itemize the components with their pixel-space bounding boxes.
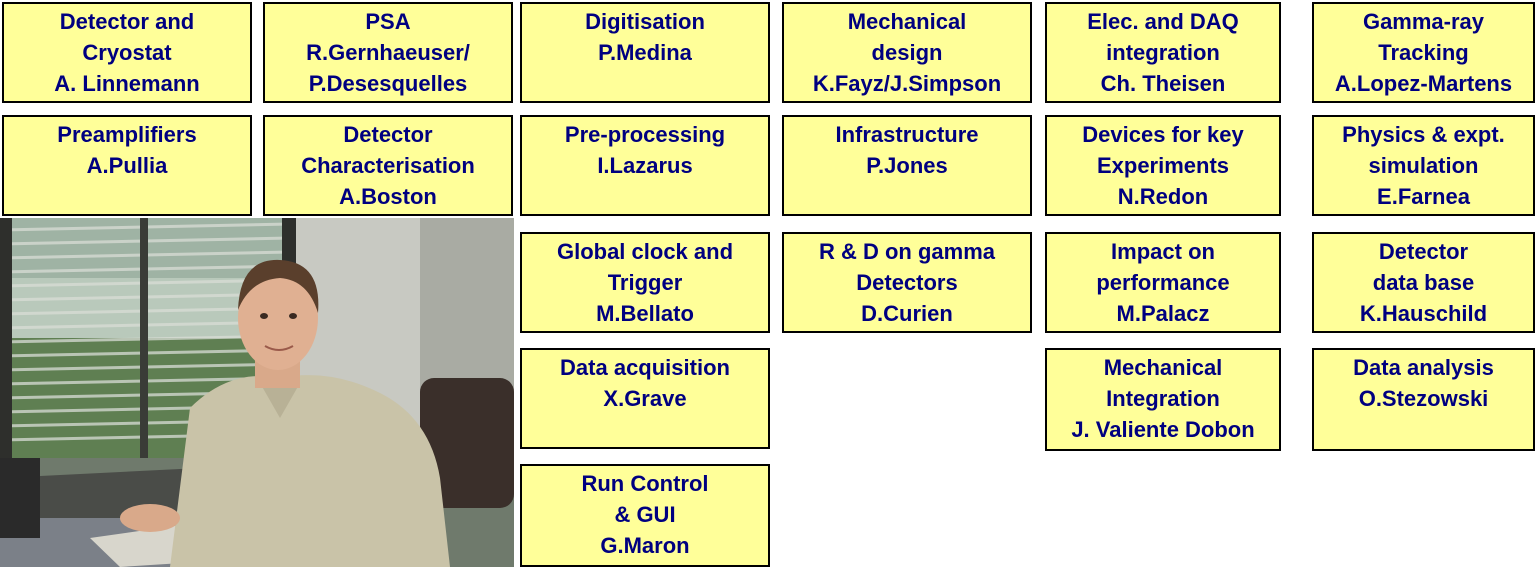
box-person-name: E.Farnea: [1377, 184, 1470, 209]
box-person-name: X.Grave: [603, 386, 687, 411]
box-person-name: M.Palacz: [1116, 301, 1210, 326]
box-title-line: R.Gernhaeuser/: [306, 40, 470, 65]
box-title-line: Data analysis: [1353, 355, 1494, 380]
box-title-line: Preamplifiers: [57, 122, 197, 147]
person-photo: [0, 218, 514, 567]
box-title-line: Characterisation: [301, 153, 475, 178]
box-person-name: O.Stezowski: [1358, 386, 1489, 411]
box-person-name: G.Maron: [600, 533, 690, 558]
box-title-line: Run Control: [581, 471, 709, 496]
box-title-line: Tracking: [1378, 40, 1469, 65]
box-person-name: Ch. Theisen: [1100, 71, 1226, 96]
box-person-name: A.Boston: [339, 184, 437, 209]
box-person-name: A. Linnemann: [54, 71, 200, 96]
box-title-line: Experiments: [1096, 153, 1230, 178]
box-title-line: Physics & expt.: [1342, 122, 1505, 147]
box-title-line: Impact on: [1111, 239, 1215, 264]
box-person-name: J. Valiente Dobon: [1071, 417, 1255, 442]
box-person-name: A.Pullia: [86, 153, 168, 178]
box-person-name: P.Jones: [866, 153, 948, 178]
box-title-line: Detector: [343, 122, 433, 147]
box-title-line: Digitisation: [585, 9, 705, 34]
box-title-line: Data acquisition: [560, 355, 730, 380]
box-person-name: N.Redon: [1117, 184, 1209, 209]
box-title-line: Integration: [1106, 386, 1220, 411]
box-title-line: Trigger: [607, 270, 683, 295]
box-psa: PSA R.Gernhaeuser/P.Desesquelles: [263, 2, 513, 103]
box-title-line: PSA: [365, 9, 411, 34]
box-title-line: Mechanical: [847, 9, 967, 34]
box-title-line: Detectors: [856, 270, 958, 295]
box-title-line: design: [871, 40, 943, 65]
box-title-line: Gamma-ray: [1362, 9, 1485, 34]
box-title-line: data base: [1372, 270, 1475, 295]
box-title-line: Mechanical: [1103, 355, 1223, 380]
box-title-line: performance: [1096, 270, 1230, 295]
box-run-control-gui: Run Control & GUI G.Maron: [520, 464, 770, 567]
box-title-line: Devices for key: [1082, 122, 1244, 147]
box-title-line: Cryostat: [82, 40, 172, 65]
box-person-name: M.Bellato: [596, 301, 694, 326]
box-person-name: I.Lazarus: [597, 153, 693, 178]
box-title-line: integration: [1106, 40, 1220, 65]
box-title-line: Elec. and DAQ: [1087, 9, 1239, 34]
box-title-line: Infrastructure: [835, 122, 979, 147]
box-title-line: Detector: [1378, 239, 1469, 264]
box-person-name: K.Hauschild: [1359, 301, 1488, 326]
box-title-line: R & D on gamma: [818, 239, 996, 264]
box-person-name: A.Lopez-Martens: [1334, 71, 1513, 96]
box-person-name: K.Fayz/J.Simpson: [812, 71, 1002, 96]
box-title-line: Pre-processing: [564, 122, 726, 147]
box-title-line: & GUI: [614, 502, 676, 527]
box-title-line: simulation: [1368, 153, 1479, 178]
box-person-name: P.Medina: [598, 40, 692, 65]
box-person-name: D.Curien: [861, 301, 953, 326]
box-title-line: Detector and: [59, 9, 195, 34]
box-title-line: Global clock and: [556, 239, 734, 264]
box-person-name: P.Desesquelles: [308, 71, 468, 96]
